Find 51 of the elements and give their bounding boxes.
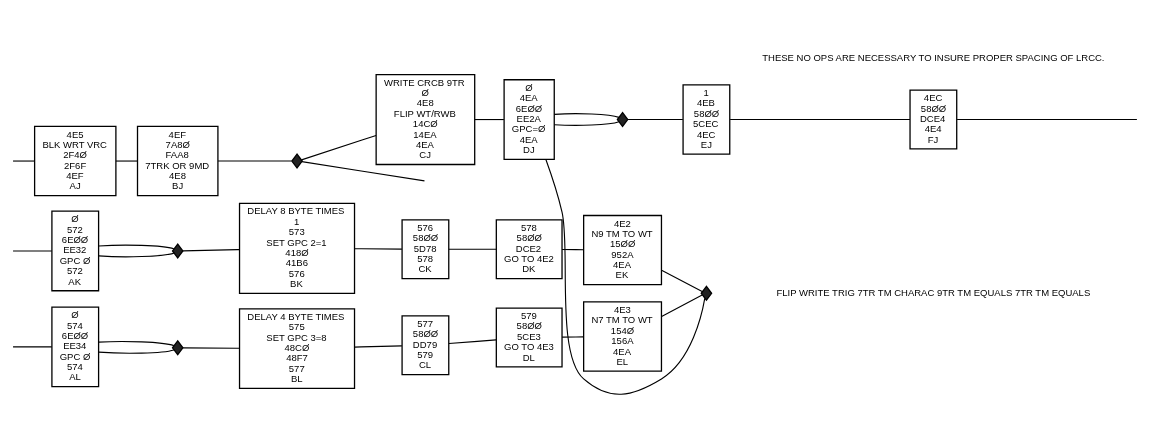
connector [354,247,403,250]
connector [301,134,377,160]
connector [182,248,241,251]
connector [661,269,703,292]
node-box: 576 58ØØ 5D78 578 CK [401,218,450,279]
node-box: 577 58ØØ DD79 579 CL [401,314,450,375]
connector [98,244,175,249]
node-box: 4EC 58ØØ DCE4 4E4 FJ [909,89,958,150]
label: THESE NO OPS ARE NECESSARY TO INSURE PROPER SPACING OF LRCC. [762,51,1105,63]
label: FLIP WRITE TRIG 7TR TM CHARAC 9TR TM EQUALS 7TR TM EQUALS [776,286,1091,298]
node-box: Ø 4EA 6EØØ EE2A GPC=Ø 4EA DJ [503,78,555,160]
connector [217,160,293,162]
node-box: Ø 572 6EØØ EE32 GPC Ø 572 AK [51,210,100,291]
node-box: 578 58ØØ DCE2 GO TO 4E2 DK [495,218,563,279]
node-box: 579 58ØØ 5CE3 GO TO 4E3 DL [495,306,563,367]
node-box: 1 4EB 58ØØ 5CEC 4EC EJ [682,83,731,155]
connector [12,249,53,251]
connector [729,118,911,120]
connector [627,118,684,120]
connector [553,112,620,118]
connector [561,248,585,250]
node-diamond [171,242,184,259]
connector [354,344,403,348]
connector [182,346,241,349]
node-diamond [171,339,184,356]
connector [115,160,138,162]
node-box: Ø 574 6EØØ EE34 GPC Ø 574 AL [51,306,100,387]
node-diamond [700,284,713,301]
connector [474,118,505,120]
node-box: DELAY 4 BYTE TIMES 575 SET GPC 3=8 48CØ 48F7 577 BL [238,307,356,389]
node-box: 4EF 7A8Ø FAA8 7TRK OR 9MD 4E8 BJ [136,125,219,196]
node-box: DELAY 8 BYTE TIMES 1 573 SET GPC 2=1 418Ø 41B6 576 BK [238,202,356,294]
connector [448,248,497,250]
connector [448,338,497,344]
node-diamond [291,152,304,169]
connector [553,120,620,126]
connector [12,160,35,162]
node-box: 4E2 N9 TM TO WT 15ØØ 952A 4EA EK [583,214,663,285]
node-box: 4E5 BLK WRT VRC 2F4Ø 2F6F 4EF AJ [33,125,117,196]
connector [98,340,175,346]
node-diamond [616,111,629,128]
connector [661,294,703,317]
node-box: WRITE CRCB 9TR Ø 4E8 FLIP WT/RWB 14CØ 14EA 4EA CJ [375,73,476,165]
connector [98,252,175,257]
node-box: 4E3 N7 TM TO WT 154Ø 156A 4EA EL [583,300,663,372]
connector [956,118,1138,120]
connector [545,158,706,395]
connector [561,335,585,338]
connector [301,160,426,181]
connector [12,345,53,347]
connector [98,348,175,354]
